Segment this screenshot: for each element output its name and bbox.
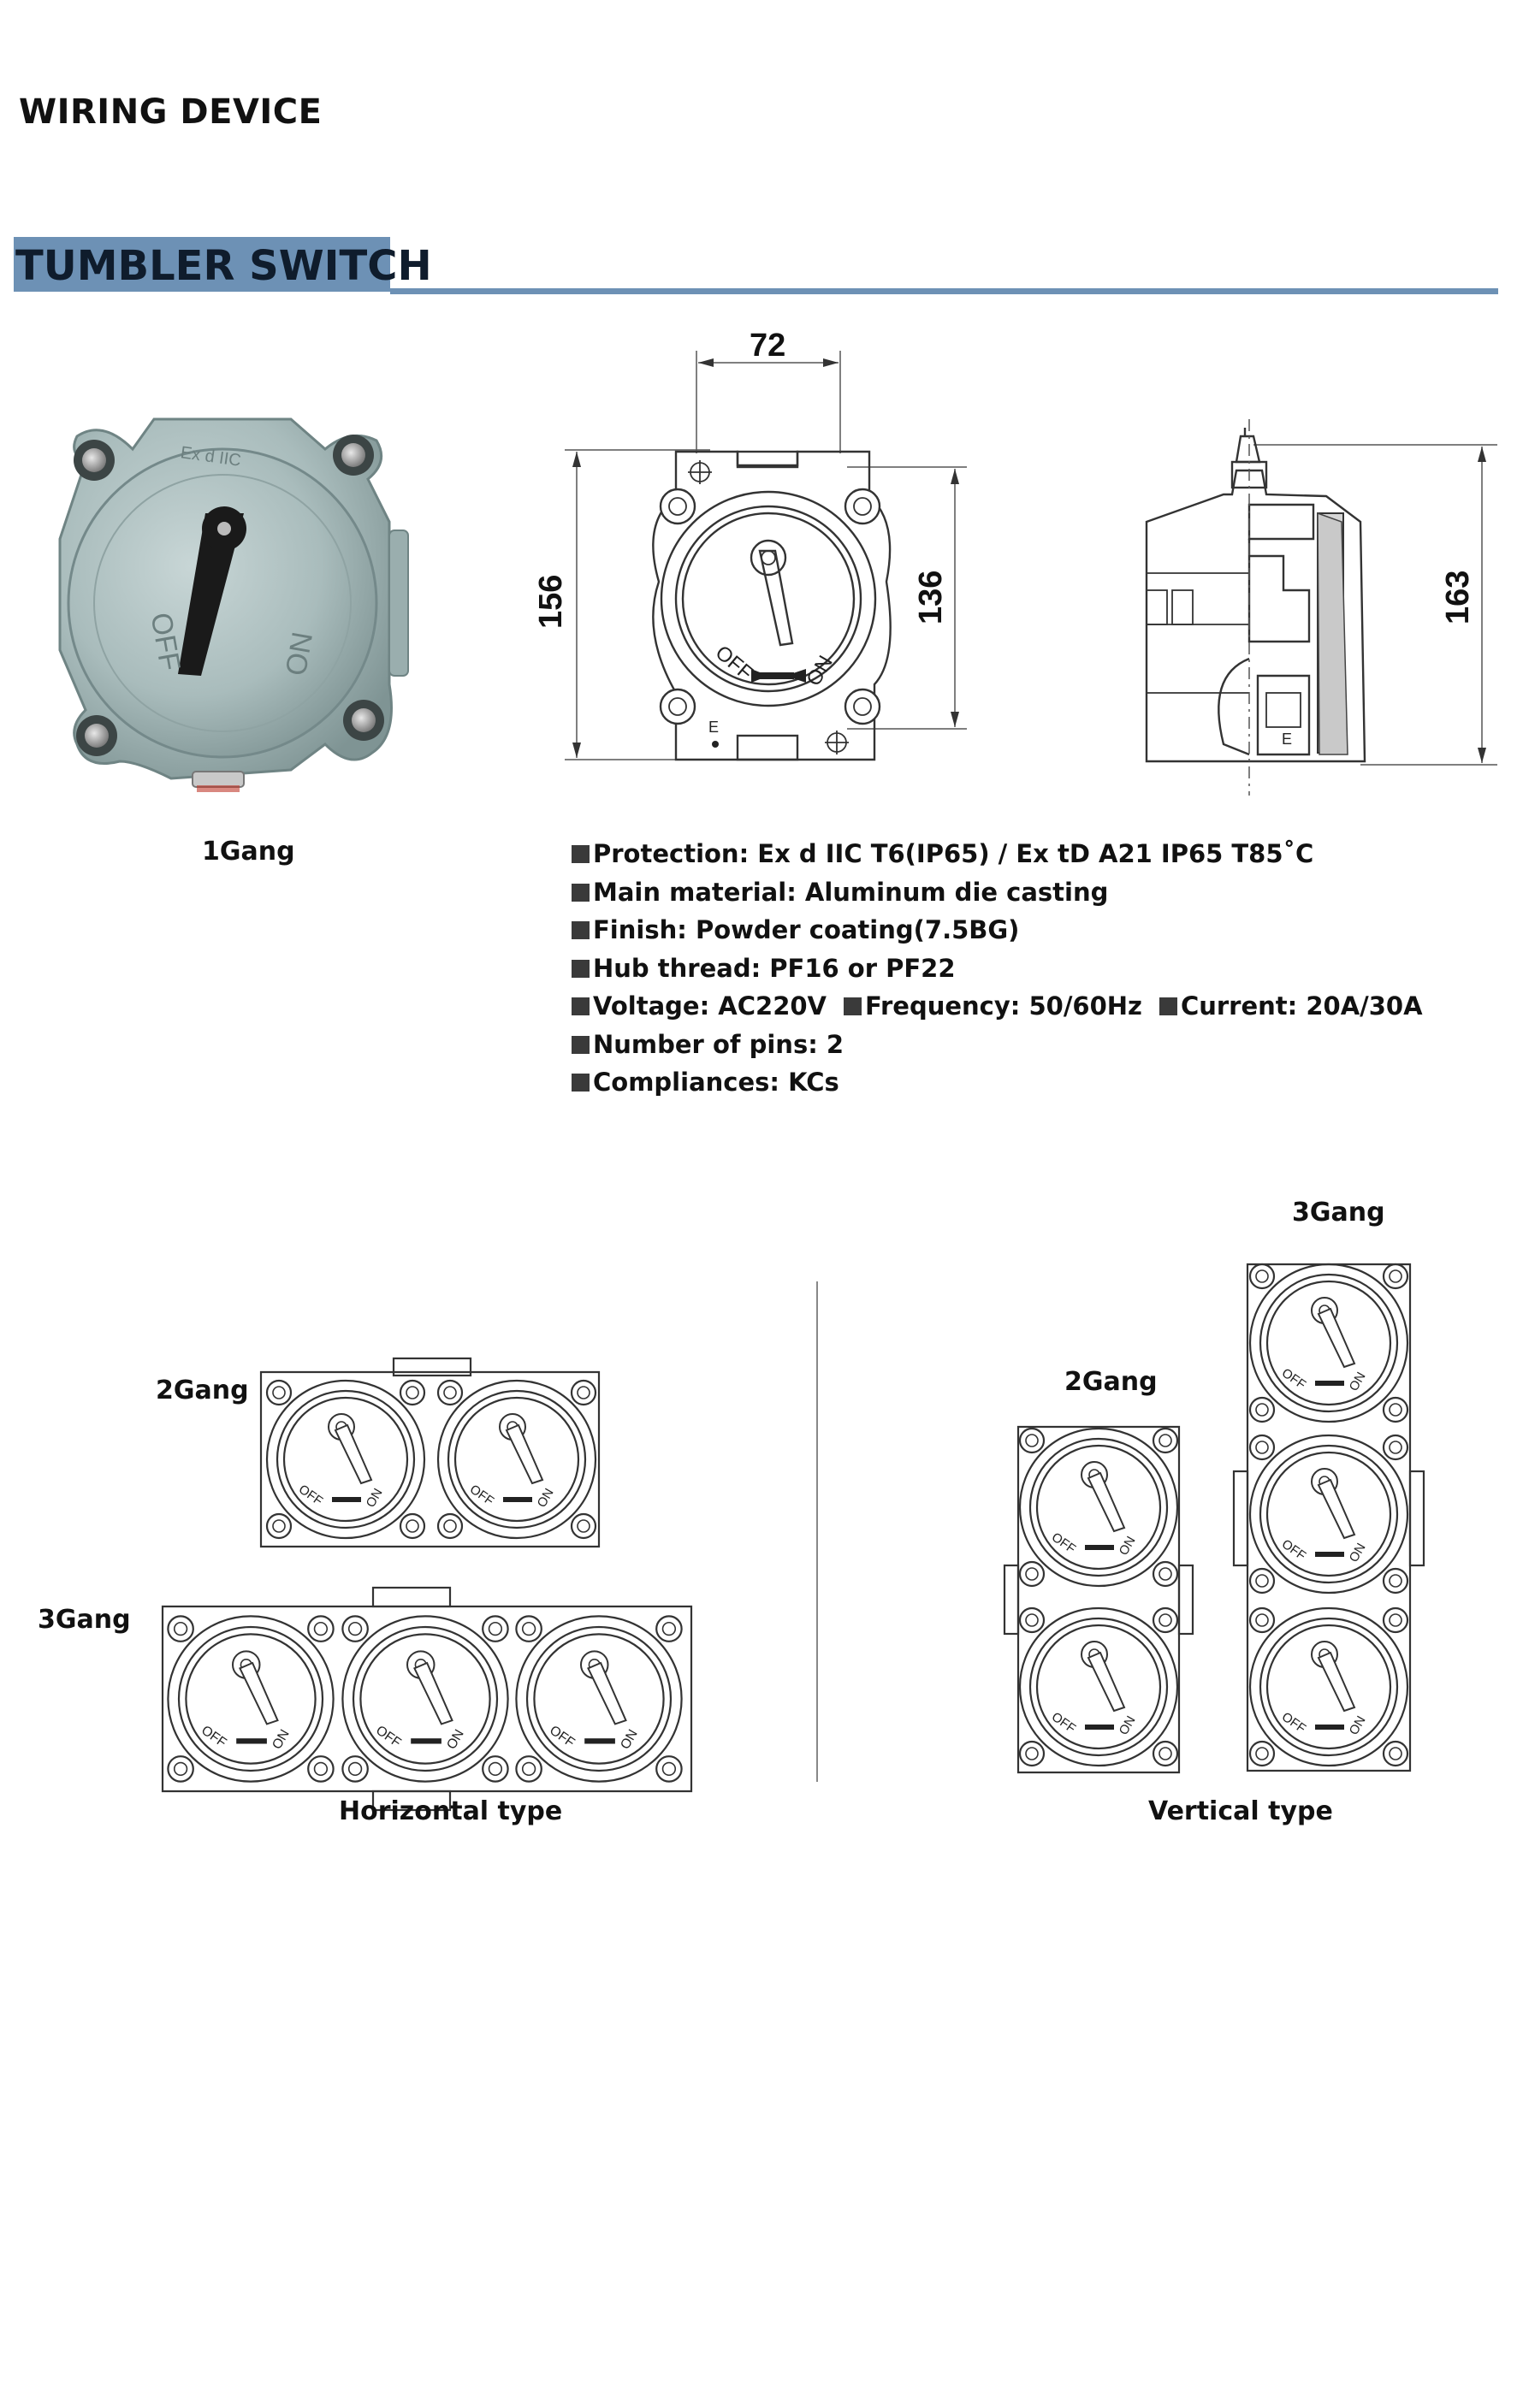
front-earth-label: E	[708, 719, 719, 736]
vertical-3gang-label: 3Gang	[1292, 1198, 1385, 1228]
switch-gang: OFF ON	[265, 1379, 426, 1540]
title-band	[14, 237, 390, 292]
side-earth-label: E	[1282, 731, 1292, 748]
spec-finish: Finish: Powder coating(7.5BG)	[572, 911, 1423, 950]
svg-text:ON: ON	[535, 1486, 557, 1510]
bullet-square-icon	[572, 845, 590, 863]
dim-outer-height-text: 156	[533, 575, 569, 629]
vertical-type-caption: Vertical type	[1148, 1796, 1333, 1826]
spec-pins: Number of pins: 2	[572, 1026, 1423, 1064]
switch-gang: OFF ON	[1018, 1606, 1179, 1767]
svg-text:OFF: OFF	[547, 1723, 578, 1750]
svg-text:ON: ON	[1117, 1534, 1139, 1558]
dim-depth-text: 163	[1440, 571, 1476, 624]
mounting-screws	[659, 488, 881, 725]
bullet-square-icon	[572, 1074, 590, 1092]
cover-screw	[74, 435, 384, 756]
section-label: WIRING DEVICE	[19, 92, 323, 132]
front-off-label: OFF	[711, 641, 757, 685]
on-mark-text: ON	[280, 630, 319, 678]
svg-text:OFF: OFF	[1279, 1709, 1308, 1736]
bullet-square-icon	[1159, 997, 1177, 1015]
svg-text:ON: ON	[270, 1727, 293, 1752]
switch-gang: OFF ON	[1248, 1263, 1409, 1423]
svg-text:ON: ON	[444, 1727, 467, 1752]
svg-text:OFF: OFF	[1279, 1536, 1308, 1563]
switch-gang: OFF ON	[167, 1615, 335, 1783]
bullet-square-icon	[572, 1035, 590, 1054]
switch-gang: OFF ON	[1248, 1434, 1409, 1594]
switch-gang: OFF ON	[1018, 1427, 1179, 1588]
switch-gang: OFF ON	[436, 1379, 597, 1540]
spec-compliances: Compliances: KCs	[572, 1063, 1423, 1102]
horizontal-2gang-label: 2Gang	[156, 1376, 249, 1405]
switch-gang: OFF ON	[1248, 1606, 1409, 1767]
bullet-square-icon	[572, 883, 590, 902]
bullet-square-icon	[572, 921, 590, 939]
svg-text:OFF: OFF	[1049, 1529, 1078, 1556]
horizontal-type-caption: Horizontal type	[339, 1796, 563, 1826]
svg-text:OFF: OFF	[199, 1723, 229, 1750]
title-rule	[390, 288, 1498, 294]
spec-material: Main material: Aluminum die casting	[572, 873, 1423, 912]
front-view-drawing: 72 156 136 OFF ON E	[533, 328, 967, 761]
svg-text:ON: ON	[1347, 1541, 1369, 1565]
svg-text:OFF: OFF	[1049, 1709, 1078, 1736]
vertical-variants-drawing: OFF ON OFF ON OFF ON OFF ON OFF ON	[1003, 1263, 1425, 1774]
svg-text:ON: ON	[1117, 1713, 1139, 1737]
vertical-2gang-label: 2Gang	[1064, 1367, 1158, 1397]
spec-list: Protection: Ex d IIC T6(IP65) / Ex tD A2…	[572, 835, 1423, 1102]
svg-text:ON: ON	[618, 1727, 641, 1752]
switch-gang: OFF ON	[341, 1615, 509, 1783]
photo-caption: 1Gang	[202, 837, 295, 867]
product-photo: Ex d IIC OFF ON	[58, 417, 409, 792]
spec-protection: Protection: Ex d IIC T6(IP65) / Ex tD A2…	[572, 835, 1423, 873]
svg-text:OFF: OFF	[467, 1482, 496, 1508]
bullet-square-icon	[844, 997, 862, 1015]
bullet-square-icon	[572, 997, 590, 1015]
spec-hub-thread: Hub thread: PF16 or PF22	[572, 950, 1423, 988]
svg-text:OFF: OFF	[296, 1482, 325, 1508]
section-divider	[816, 1281, 818, 1782]
page-title: TUMBLER SWITCH	[15, 242, 432, 290]
side-view-drawing: 163 E	[1145, 419, 1497, 796]
horizontal-3gang-label: 3Gang	[38, 1605, 131, 1635]
horizontal-variants-drawing: OFF ON OFF ON OFF ON OFF ON OFF ON	[161, 1357, 693, 1812]
svg-text:ON: ON	[364, 1486, 386, 1510]
svg-text:ON: ON	[1347, 1370, 1369, 1393]
dim-inner-height-text: 136	[913, 571, 949, 624]
switch-gang: OFF ON	[515, 1615, 683, 1783]
bullet-square-icon	[572, 959, 590, 978]
dim-width-text: 72	[750, 328, 785, 364]
svg-text:ON: ON	[1347, 1713, 1369, 1737]
svg-text:OFF: OFF	[373, 1723, 404, 1750]
svg-text:OFF: OFF	[1279, 1365, 1308, 1392]
